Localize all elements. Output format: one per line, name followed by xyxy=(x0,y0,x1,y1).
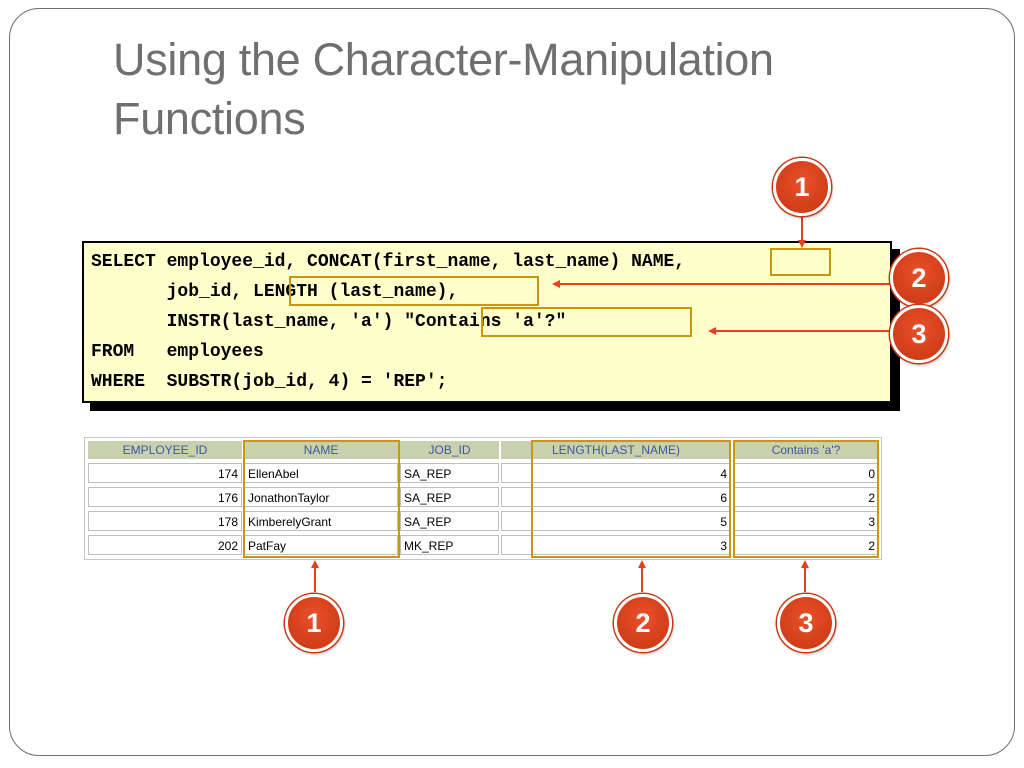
table-cell: 6 xyxy=(501,487,731,507)
code-line-2: job_id, LENGTH (last_name), xyxy=(91,282,459,302)
code-line-4: FROM employees xyxy=(91,342,264,362)
table-cell: SA_REP xyxy=(400,463,499,483)
table-cell: 4 xyxy=(501,463,731,483)
header-employee-id: EMPLOYEE_ID xyxy=(88,441,242,459)
header-job-id: JOB_ID xyxy=(400,441,499,459)
table-cell: 178 xyxy=(88,511,242,531)
code-line-5: WHERE SUBSTR(job_id, 4) = 'REP'; xyxy=(91,372,448,392)
table-cell: 202 xyxy=(88,535,242,555)
table-cell: PatFay xyxy=(244,535,398,555)
header-name: NAME xyxy=(244,441,398,459)
table-cell: KimberelyGrant xyxy=(244,511,398,531)
slide-title: Using the Character-Manipulation Functio… xyxy=(113,30,963,148)
table-cell: MK_REP xyxy=(400,535,499,555)
length-function-highlight xyxy=(289,276,539,306)
sql-code-box: SELECT employee_id, CONCAT(first_name, l… xyxy=(82,241,892,403)
header-length-last-name: LENGTH(LAST_NAME) xyxy=(501,441,731,459)
header-contains-a: Contains 'a'? xyxy=(733,441,879,459)
table-cell: EllenAbel xyxy=(244,463,398,483)
contains-alias-highlight xyxy=(481,307,692,337)
results-table: EMPLOYEE_ID NAME JOB_ID LENGTH(LAST_NAME… xyxy=(84,437,882,560)
callout-badge-1-bottom: 1 xyxy=(285,594,343,652)
callout-badge-2-top: 2 xyxy=(890,249,948,307)
code-line-3: INSTR(last_name, 'a') "Contains 'a'?" xyxy=(91,312,567,332)
table-cell: 174 xyxy=(88,463,242,483)
title-line-2: Functions xyxy=(113,93,306,144)
table-cell: JonathonTaylor xyxy=(244,487,398,507)
callout-badge-2-bottom: 2 xyxy=(614,594,672,652)
callout-badge-1-top: 1 xyxy=(773,158,831,216)
callout-badge-3-top: 3 xyxy=(890,305,948,363)
name-column-highlight xyxy=(243,440,400,558)
table-cell: 176 xyxy=(88,487,242,507)
callout-badge-3-bottom: 3 xyxy=(777,594,835,652)
length-column-highlight xyxy=(531,440,731,558)
table-cell: SA_REP xyxy=(400,487,499,507)
code-line-1: SELECT employee_id, CONCAT(first_name, l… xyxy=(91,252,686,272)
name-alias-highlight xyxy=(770,248,831,276)
title-line-1: Using the Character-Manipulation xyxy=(113,34,774,85)
table-cell: SA_REP xyxy=(400,511,499,531)
contains-column-highlight xyxy=(733,440,879,558)
